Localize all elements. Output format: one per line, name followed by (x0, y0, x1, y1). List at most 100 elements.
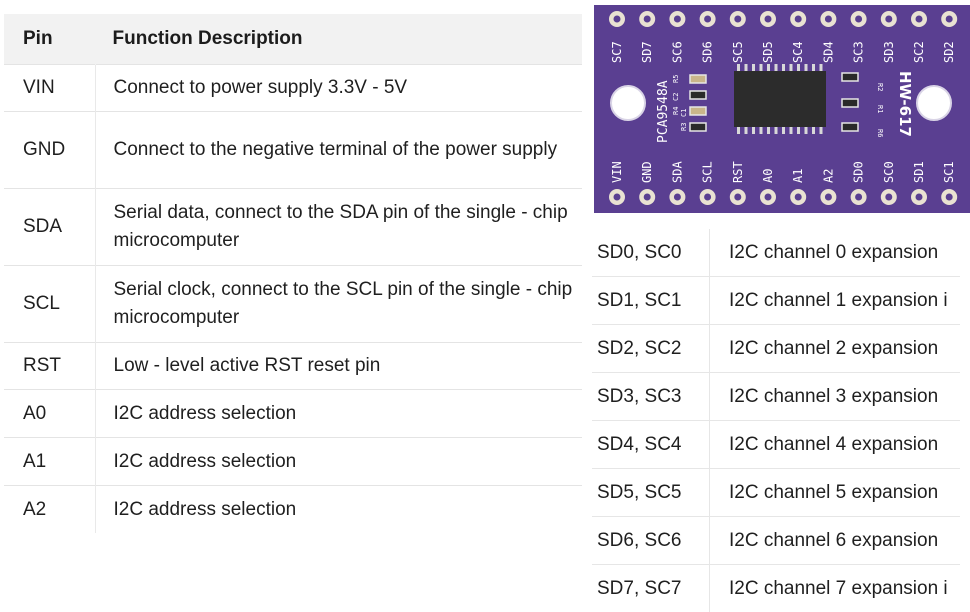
bottom-pin-pad-hole (765, 194, 772, 201)
ic-pin (820, 126, 823, 134)
pin-cell: SCL (4, 266, 95, 343)
bottom-pin-pad-hole (825, 194, 832, 201)
header-function: Function Description (95, 14, 582, 65)
bottom-pin-label-rst: RST (731, 161, 745, 183)
pin-cell: A0 (4, 390, 95, 438)
smd-components-right (842, 73, 858, 131)
pin-cell: SD4, SC4 (592, 421, 710, 469)
pin-cell: SD7, SC7 (592, 565, 710, 612)
bottom-pin-pad-hole (734, 194, 741, 201)
desc-cell: I2C channel 7 expansion i (710, 565, 961, 612)
table-row: SD1, SC1 I2C channel 1 expansion i (592, 277, 960, 325)
desc-cell: Connect to the negative terminal of the … (95, 112, 582, 189)
pin-cell: SD2, SC2 (592, 325, 710, 373)
top-pin-pad-hole (765, 16, 772, 23)
desc-cell: I2C channel 0 expansion (710, 229, 961, 277)
ic-pin (752, 64, 755, 72)
ic-pin (820, 64, 823, 72)
top-pin-label-sd4: SD4 (821, 41, 835, 63)
bottom-pin-pad-hole (885, 194, 892, 201)
desc-cell: I2C channel 6 expansion (710, 517, 961, 565)
top-pin-label-sc5: SC5 (731, 41, 745, 63)
pin-cell: A2 (4, 486, 95, 534)
table-row: SD0, SC0 I2C channel 0 expansion (592, 229, 960, 277)
bottom-pin-label-sc1: SC1 (942, 161, 956, 183)
pin-cell: SD5, SC5 (592, 469, 710, 517)
table-row: SD3, SC3 I2C channel 3 expansion (592, 373, 960, 421)
ic-pin (797, 126, 800, 134)
top-pin-pad-hole (795, 16, 802, 23)
mounting-hole-right (917, 86, 951, 120)
label-r5: R5 (672, 75, 680, 83)
label-r3: R3 (680, 123, 688, 131)
top-pin-label-sd2: SD2 (942, 41, 956, 63)
ic-pin (760, 126, 763, 134)
ic-pin (760, 64, 763, 72)
top-pin-label-sc4: SC4 (791, 41, 805, 63)
table-row: SD7, SC7 I2C channel 7 expansion i (592, 565, 960, 612)
desc-cell: I2C channel 5 expansion (710, 469, 961, 517)
ic-pin (797, 64, 800, 72)
ic-pin (812, 126, 815, 134)
top-pin-pad-hole (855, 16, 862, 23)
pin-cell: VIN (4, 65, 95, 112)
label-r4: R4 (672, 107, 680, 115)
table-row: SCL Serial clock, connect to the SCL pin… (4, 266, 582, 343)
bottom-pin-label-a1: A1 (791, 169, 805, 183)
top-pin-pad-hole (885, 16, 892, 23)
ic-pin (737, 64, 740, 72)
bottom-pin-pad-hole (855, 194, 862, 201)
top-pin-pad-hole (704, 16, 711, 23)
desc-cell: Serial data, connect to the SDA pin of t… (95, 189, 582, 266)
table-row: SD5, SC5 I2C channel 5 expansion (592, 469, 960, 517)
ic-pin (805, 64, 808, 72)
table-row: VIN Connect to power supply 3.3V - 5V (4, 65, 582, 112)
top-pin-label-sc2: SC2 (912, 41, 926, 63)
table-row: SDA Serial data, connect to the SDA pin … (4, 189, 582, 266)
pin-cell: RST (4, 343, 95, 390)
table-row: RST Low - level active RST reset pin (4, 343, 582, 390)
bottom-pin-label-scl: SCL (701, 161, 715, 183)
bottom-pin-label-vin: VIN (610, 161, 624, 183)
top-pin-pad-hole (674, 16, 681, 23)
pin-cell: GND (4, 112, 95, 189)
desc-cell: I2C channel 4 expansion (710, 421, 961, 469)
pin-cell: SD3, SC3 (592, 373, 710, 421)
chip-name-label: PCA9548A (656, 80, 671, 143)
bottom-pin-pad-hole (795, 194, 802, 201)
bottom-pin-pad-hole (674, 194, 681, 201)
label-r6: R6 (876, 129, 884, 137)
bottom-pin-label-sda: SDA (670, 161, 684, 183)
ic-pin (775, 126, 778, 134)
desc-cell: I2C channel 2 expansion (710, 325, 961, 373)
top-pin-label-sd5: SD5 (761, 41, 775, 63)
top-pin-label-sc7: SC7 (610, 41, 624, 63)
ic-pin (767, 126, 770, 134)
top-pin-pad-hole (644, 16, 651, 23)
ic-pin (790, 64, 793, 72)
pin-cell: SD6, SC6 (592, 517, 710, 565)
label-r2: R2 (876, 83, 884, 91)
pin-cell: A1 (4, 438, 95, 486)
ic-pin (745, 126, 748, 134)
bottom-pin-label-sd1: SD1 (912, 161, 926, 183)
top-pin-pad-hole (734, 16, 741, 23)
bottom-pin-label-a2: A2 (821, 169, 835, 183)
table-header-row: Pin Function Description (4, 14, 582, 65)
bottom-pin-pad-hole (644, 194, 651, 201)
pin-cell: SD1, SC1 (592, 277, 710, 325)
table-row: A0 I2C address selection (4, 390, 582, 438)
table-row: A2 I2C address selection (4, 486, 582, 534)
ic-pin (752, 126, 755, 134)
ic-pin (775, 64, 778, 72)
bottom-pin-pad-hole (946, 194, 953, 201)
label-c1: C1 (680, 109, 688, 117)
bottom-pin-label-gnd: GND (640, 161, 654, 183)
top-pin-pad-hole (614, 16, 621, 23)
desc-cell: I2C channel 1 expansion i (710, 277, 961, 325)
desc-cell: Low - level active RST reset pin (95, 343, 582, 390)
ic-pin (745, 64, 748, 72)
desc-cell: I2C address selection (95, 438, 582, 486)
bottom-pin-label-a0: A0 (761, 169, 775, 183)
